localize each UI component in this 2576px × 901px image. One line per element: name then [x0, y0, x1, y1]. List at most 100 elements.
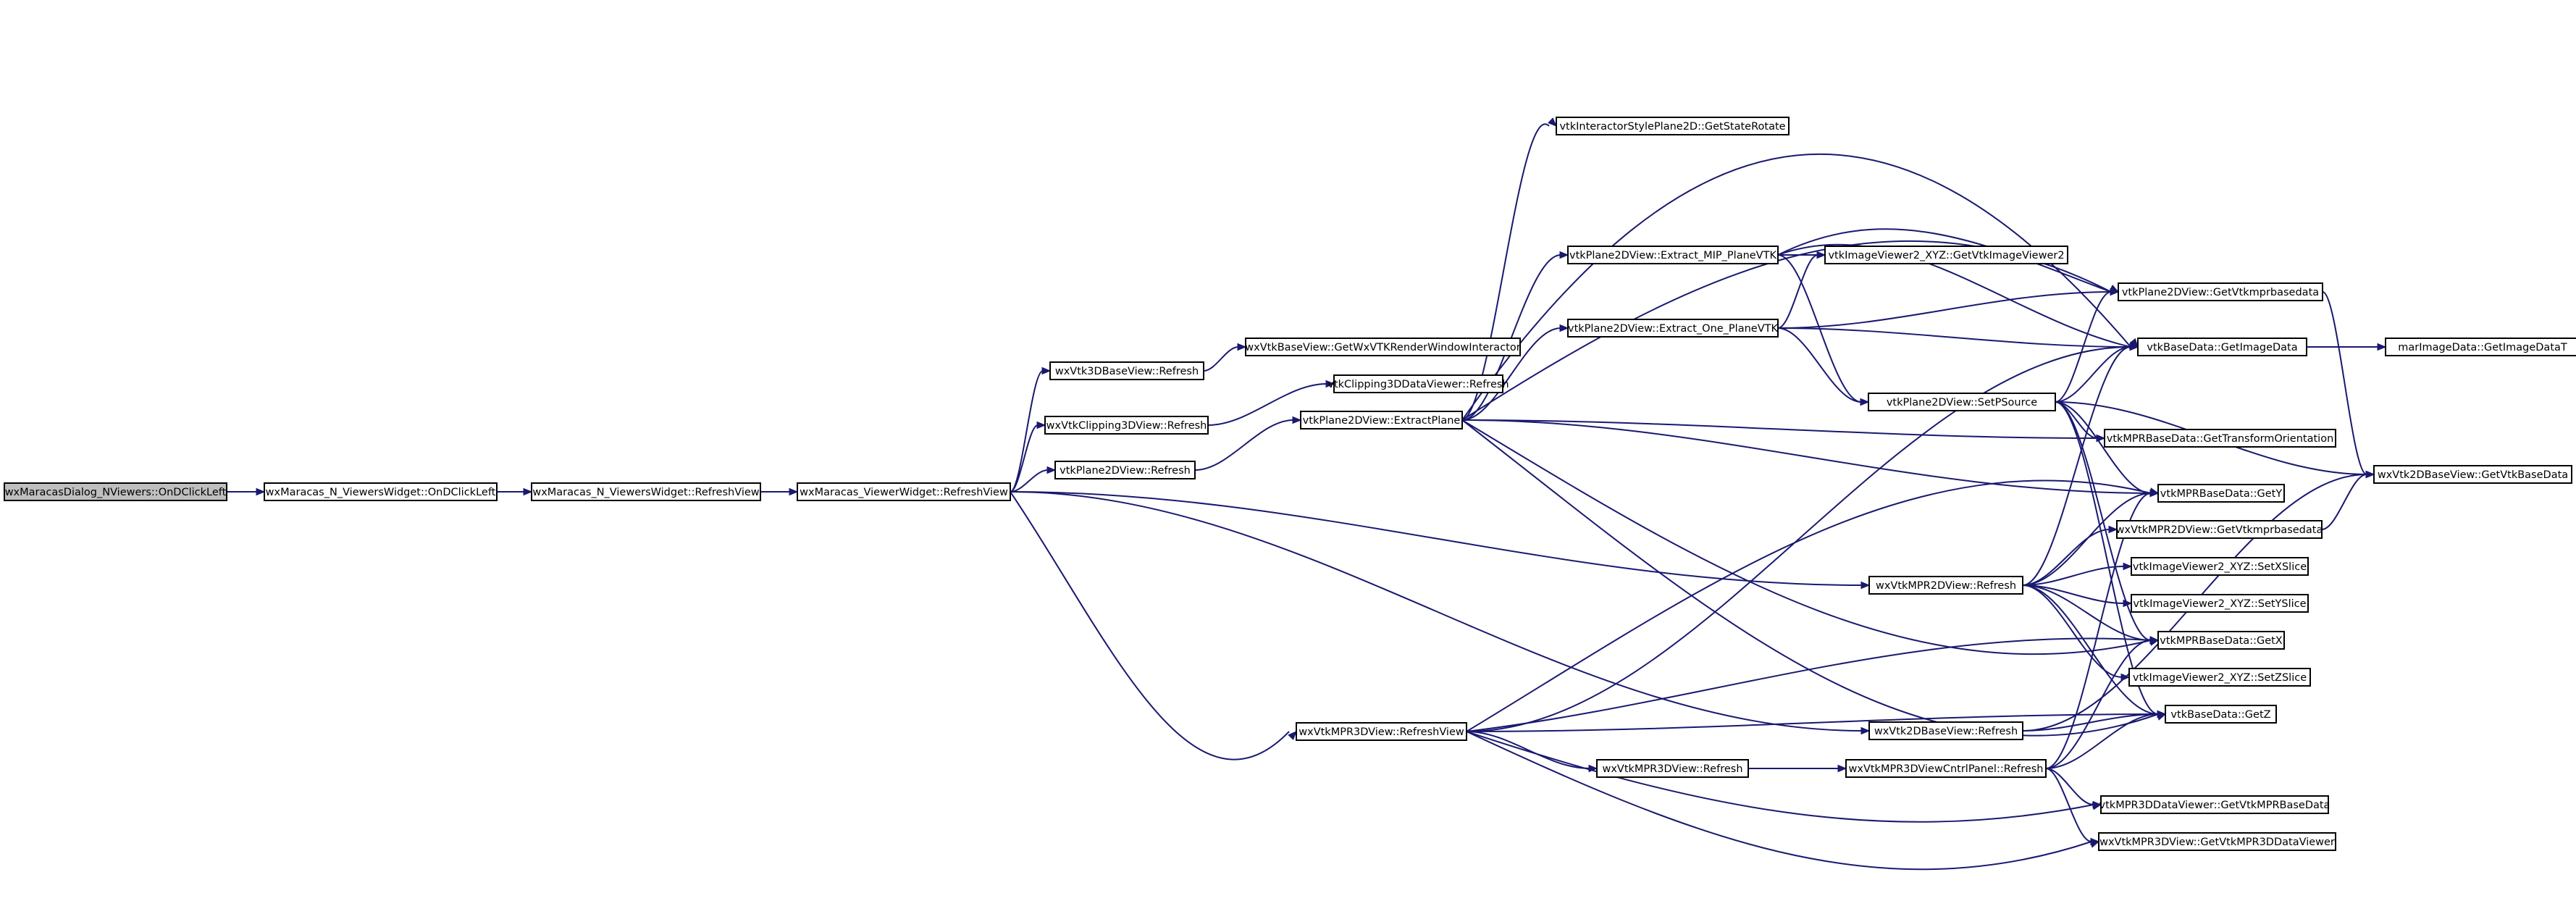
graph-node-n14[interactable]: vtkImageViewer2_XYZ::GetVtkImageViewer2	[1824, 246, 2068, 264]
graph-node-n10[interactable]: vtkPlane2DView::ExtractPlane	[1300, 411, 1463, 429]
edge-n13-to-n16	[1777, 288, 2120, 329]
node-box	[2137, 338, 2307, 356]
node-label: wxMaracasDialog_NViewers::OnDClickLeft	[5, 487, 227, 498]
graph-node-n19[interactable]: vtkMPRBaseData::GetTransformOrientation	[2104, 429, 2336, 448]
arrow-head	[1325, 380, 1335, 388]
graph-node-n9[interactable]: vtkClipping3DDataViewer::Refresh	[1327, 374, 1509, 393]
graph-node-n1[interactable]: wxMaracas_N_ViewersWidget::OnDClickLeft	[264, 482, 498, 501]
graph-node-n31[interactable]: wxVtkMPR3DViewCntrlPanel::Refresh	[1845, 759, 2047, 778]
graph-node-n30[interactable]: wxVtkMPR3DView::Refresh	[1596, 759, 1749, 778]
graph-node-n12[interactable]: vtkPlane2DView::Extract_MIP_PlaneVTK	[1567, 246, 1779, 264]
arrow-head	[1041, 366, 1052, 375]
node-label: vtkBaseData::GetZ	[2170, 709, 2270, 721]
graph-node-n8[interactable]: wxVtkBaseView::GetWxVTKRenderWindowInter…	[1245, 338, 1521, 356]
node-box	[1054, 461, 1196, 479]
graph-node-n0[interactable]: wxMaracasDialog_NViewers::OnDClickLeft	[4, 482, 227, 501]
edge-n31-to-n32	[2045, 768, 2102, 809]
arrow-head	[2092, 800, 2102, 809]
arrow-head	[1860, 581, 1871, 590]
node-box	[2116, 520, 2323, 539]
edge-n13-to-n14	[1777, 251, 1826, 329]
edge-n31-to-n26	[2045, 636, 2160, 769]
node-label: vtkPlane2DView::Extract_One_PlaneVTK	[1568, 323, 1778, 335]
node-box	[1049, 361, 1204, 380]
node-label: vtkMPRBaseData::GetX	[2160, 635, 2283, 647]
edge-n3-to-n7	[1010, 491, 1297, 760]
node-box	[1868, 393, 2056, 411]
node-label: wxMaracas_ViewerWidget::RefreshView	[800, 487, 1008, 498]
arrow-head	[789, 487, 799, 496]
node-label: wxVtkMPR3DView::Refresh	[1602, 763, 1742, 775]
graph-node-n24[interactable]: vtkImageViewer2_XYZ::SetXSlice	[2131, 557, 2309, 576]
node-box	[1333, 374, 1503, 393]
node-label: wxVtkMPR3DView::GetVtkMPR3DDataViewer	[2099, 837, 2335, 848]
node-label: wxVtk2DBaseView::Refresh	[1874, 726, 2018, 737]
node-box	[1868, 576, 2023, 595]
arrow-head	[1292, 416, 1302, 424]
graph-node-n17[interactable]: vtkBaseData::GetImageData	[2137, 338, 2307, 356]
node-label: marImageData::GetImageDataT	[2398, 342, 2567, 353]
node-box	[1567, 246, 1779, 264]
graph-node-n3[interactable]: wxMaracas_ViewerWidget::RefreshView	[797, 482, 1011, 501]
node-box	[2165, 705, 2277, 724]
arrow-head	[2123, 599, 2133, 608]
node-label: vtkImageViewer2_XYZ::SetZSlice	[2133, 672, 2307, 684]
node-label: vtkImageViewer2_XYZ::GetVtkImageViewer2	[1828, 250, 2064, 261]
graph-node-n16[interactable]: vtkPlane2DView::GetVtkmprbasedata	[2118, 282, 2323, 301]
node-label: vtkImageViewer2_XYZ::SetXSlice	[2133, 561, 2307, 573]
node-box	[2128, 668, 2311, 687]
graph-node-n20[interactable]: wxVtk2DBaseView::GetVtkBaseData	[2373, 465, 2572, 484]
graph-node-n23[interactable]: wxVtkMPR2DView::GetVtkmprbasedata	[2116, 520, 2323, 539]
node-box	[2118, 282, 2323, 301]
arrow-head	[1559, 251, 1569, 259]
edge-n5-to-n9	[1207, 380, 1335, 426]
graph-node-n21[interactable]: vtkMPRBaseData::GetY	[2157, 484, 2285, 503]
graph-node-n33[interactable]: wxVtkMPR3DView::GetVtkMPR3DDataViewer	[2098, 832, 2336, 851]
graph-node-n7[interactable]: wxVtkMPR3DView::RefreshView	[1296, 722, 1467, 741]
graph-node-n11[interactable]: vtkInteractorStylePlane2D::GetStateRotat…	[1556, 117, 1790, 135]
arrow-head	[2123, 562, 2133, 571]
graph-node-n5[interactable]: wxVtkClipping3DView::Refresh	[1044, 416, 1209, 435]
edge-n1-to-n2	[497, 487, 533, 496]
node-label: vtkPlane2DView::Refresh	[1060, 465, 1191, 477]
graph-node-n28[interactable]: wxVtk2DBaseView::Refresh	[1868, 721, 2023, 740]
node-box	[2373, 465, 2572, 484]
node-box	[1245, 338, 1521, 356]
graph-node-n2[interactable]: wxMaracas_N_ViewersWidget::RefreshView	[531, 482, 761, 501]
arrow-head	[1288, 731, 1297, 740]
graph-node-n13[interactable]: vtkPlane2DView::Extract_One_PlaneVTK	[1567, 319, 1779, 338]
graph-node-n27[interactable]: vtkImageViewer2_XYZ::SetZSlice	[2128, 668, 2311, 687]
arrow-head	[1548, 117, 1557, 127]
edge-n7-to-n17	[1466, 343, 2139, 732]
edge-n10-to-n13	[1461, 324, 1569, 421]
node-box	[2131, 594, 2309, 613]
edge-n0-to-n1	[227, 487, 266, 496]
graph-node-n18[interactable]: marImageData::GetImageDataT	[2385, 338, 2576, 356]
edge-n10-to-n11	[1461, 117, 1557, 421]
edge-n7-to-n26	[1466, 636, 2160, 732]
edge-n15-to-n16	[2055, 288, 2120, 403]
node-box	[1845, 759, 2047, 778]
edge-n3-to-n5	[1010, 421, 1046, 493]
graph-node-n15[interactable]: vtkPlane2DView::SetPSource	[1868, 393, 2056, 411]
graph-node-n22[interactable]: wxVtkMPR2DView::Refresh	[1868, 576, 2023, 595]
edge-n2-to-n3	[760, 487, 799, 496]
graph-node-n26[interactable]: vtkMPRBaseData::GetX	[2157, 631, 2285, 650]
graph-node-n4[interactable]: wxVtk3DBaseView::Refresh	[1049, 361, 1204, 380]
graph-node-n25[interactable]: vtkImageViewer2_XYZ::SetYSlice	[2131, 594, 2309, 613]
node-label: wxVtkMPR3DViewCntrlPanel::Refresh	[1849, 763, 2044, 775]
node-box	[2098, 832, 2336, 851]
node-label: vtkBaseData::GetImageData	[2147, 342, 2297, 353]
arrow-head	[523, 487, 533, 496]
node-box	[1824, 246, 2068, 264]
graph-node-n6[interactable]: vtkPlane2DView::Refresh	[1054, 461, 1196, 479]
node-box	[1567, 319, 1779, 338]
edge-n3-to-n4	[1010, 366, 1052, 493]
arrow-head	[256, 487, 266, 496]
arrow-head	[2110, 288, 2120, 296]
graph-node-n32[interactable]: vtkMPR3DDataViewer::GetVtkMPRBaseData	[2099, 795, 2330, 814]
graph-node-n29[interactable]: vtkBaseData::GetZ	[2165, 705, 2277, 724]
arrow-head	[1036, 421, 1046, 429]
node-label: vtkInteractorStylePlane2D::GetStateRotat…	[1559, 121, 1785, 133]
